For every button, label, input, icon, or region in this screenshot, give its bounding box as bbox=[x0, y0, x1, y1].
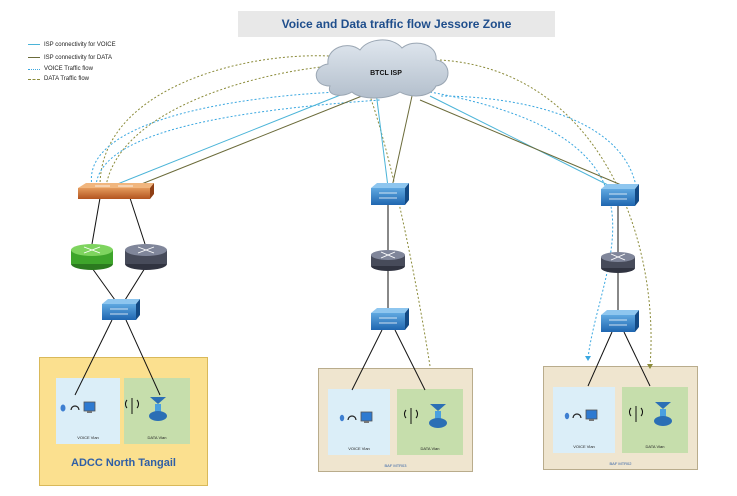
site-baf-mtr03: VOICE Vlan DATA Vlan BAF MTR03 bbox=[318, 368, 473, 472]
data-endpoint-icons bbox=[125, 397, 167, 421]
legend-isp-voice: ISP connectivity for VOICE bbox=[28, 38, 116, 51]
data-endpoint-icons bbox=[629, 402, 672, 426]
core-switch-icon bbox=[78, 183, 154, 199]
diagram-title-box: Voice and Data traffic flow Jessore Zone bbox=[238, 11, 555, 37]
voice-endpoint-icons bbox=[564, 409, 598, 421]
voice-vlan-label: VOICE Vlan bbox=[348, 446, 370, 451]
router-green-icon bbox=[71, 244, 113, 270]
access-switch-icon bbox=[371, 308, 409, 330]
voice-endpoint-icons bbox=[339, 411, 373, 423]
site-name-mtr02: BAF MTR02 bbox=[609, 461, 632, 466]
legend-line-data-flow bbox=[28, 78, 40, 80]
site-links bbox=[74, 197, 651, 396]
access-switch-icon bbox=[601, 310, 639, 332]
data-vlan-label: DATA Vlan bbox=[420, 446, 440, 451]
voice-vlan-label: VOICE Vlan bbox=[77, 435, 99, 440]
data-endpoint-icons bbox=[404, 404, 447, 428]
legend-line-voice bbox=[28, 44, 40, 45]
legend-label-data-flow: DATA Traffic flow bbox=[44, 76, 90, 82]
voice-vlan-label: VOICE Vlan bbox=[573, 444, 595, 449]
legend-voice-flow: VOICE Traffic flow bbox=[28, 64, 116, 74]
cloud-label: BTCL ISP bbox=[370, 70, 402, 77]
router-gray-icon bbox=[601, 252, 635, 273]
access-switch-icon bbox=[102, 299, 140, 320]
legend-line-voice-flow bbox=[28, 68, 40, 70]
distribution-switch-icon bbox=[371, 183, 409, 205]
voice-vlan-box: VOICE Vlan bbox=[328, 389, 390, 455]
legend: ISP connectivity for VOICE ISP connectiv… bbox=[28, 38, 116, 84]
distribution-switch-icon bbox=[601, 184, 639, 206]
diagram-title: Voice and Data traffic flow Jessore Zone bbox=[281, 17, 512, 31]
site-baf-mtr02: VOICE Vlan DATA Vlan BAF MTR02 bbox=[543, 366, 698, 470]
voice-endpoint-icons bbox=[60, 401, 96, 413]
router-gray-icon bbox=[371, 250, 405, 271]
voice-traffic-flow bbox=[91, 91, 637, 359]
site-adcc-north-tangail: VOICE Vlan DATA Vlan ADCC North Tangail bbox=[39, 357, 208, 486]
legend-data-flow: DATA Traffic flow bbox=[28, 74, 116, 84]
flow-arrowheads bbox=[585, 356, 653, 369]
legend-label-isp-voice: ISP connectivity for VOICE bbox=[44, 41, 116, 48]
isp-voice-links bbox=[109, 91, 613, 188]
data-vlan-label: DATA Vlan bbox=[147, 435, 167, 440]
btcl-isp-cloud: BTCL ISP bbox=[315, 39, 449, 99]
site-name-adcc: ADCC North Tangail bbox=[71, 457, 176, 469]
data-vlan-label: DATA Vlan bbox=[645, 444, 665, 449]
router-gray-icon bbox=[125, 244, 167, 270]
site-name-mtr03: BAF MTR03 bbox=[384, 463, 407, 468]
voice-vlan-box: VOICE Vlan bbox=[553, 387, 615, 453]
legend-isp-data: ISP connectivity for DATA bbox=[28, 51, 116, 64]
isp-data-links bbox=[133, 95, 627, 188]
legend-label-voice-flow: VOICE Traffic flow bbox=[44, 66, 93, 72]
legend-label-isp-data: ISP connectivity for DATA bbox=[44, 54, 113, 61]
legend-line-data bbox=[28, 57, 40, 58]
